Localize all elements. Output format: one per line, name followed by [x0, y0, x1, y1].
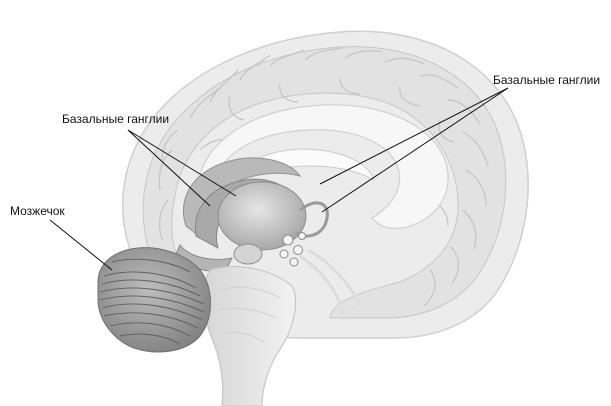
gyri-folds — [158, 47, 489, 307]
cerebellum-shape — [97, 247, 211, 353]
leader-line-cerebellum — [49, 219, 113, 271]
brainstem-ridges — [217, 286, 281, 343]
leader-lines — [49, 87, 509, 271]
basal-ganglia-label-left: Базальные ганглии — [62, 112, 170, 126]
mammillary-body — [233, 243, 263, 265]
small-nuclei — [279, 232, 306, 267]
leader-line-basal-right-1 — [319, 87, 509, 185]
leader-line-basal-right-2 — [321, 87, 509, 213]
corpus-callosum — [199, 104, 449, 229]
leader-line-basal-left-1 — [127, 129, 237, 197]
cerebellum-folia — [99, 258, 205, 345]
leader-line-basal-left-2 — [127, 129, 211, 207]
cerebellum-label: Мозжечок — [10, 204, 65, 218]
thalamus — [217, 181, 307, 251]
brainstem — [202, 265, 297, 406]
basal-ganglia-label-right: Базальные ганглии — [493, 73, 601, 87]
optic-tract — [299, 248, 362, 321]
